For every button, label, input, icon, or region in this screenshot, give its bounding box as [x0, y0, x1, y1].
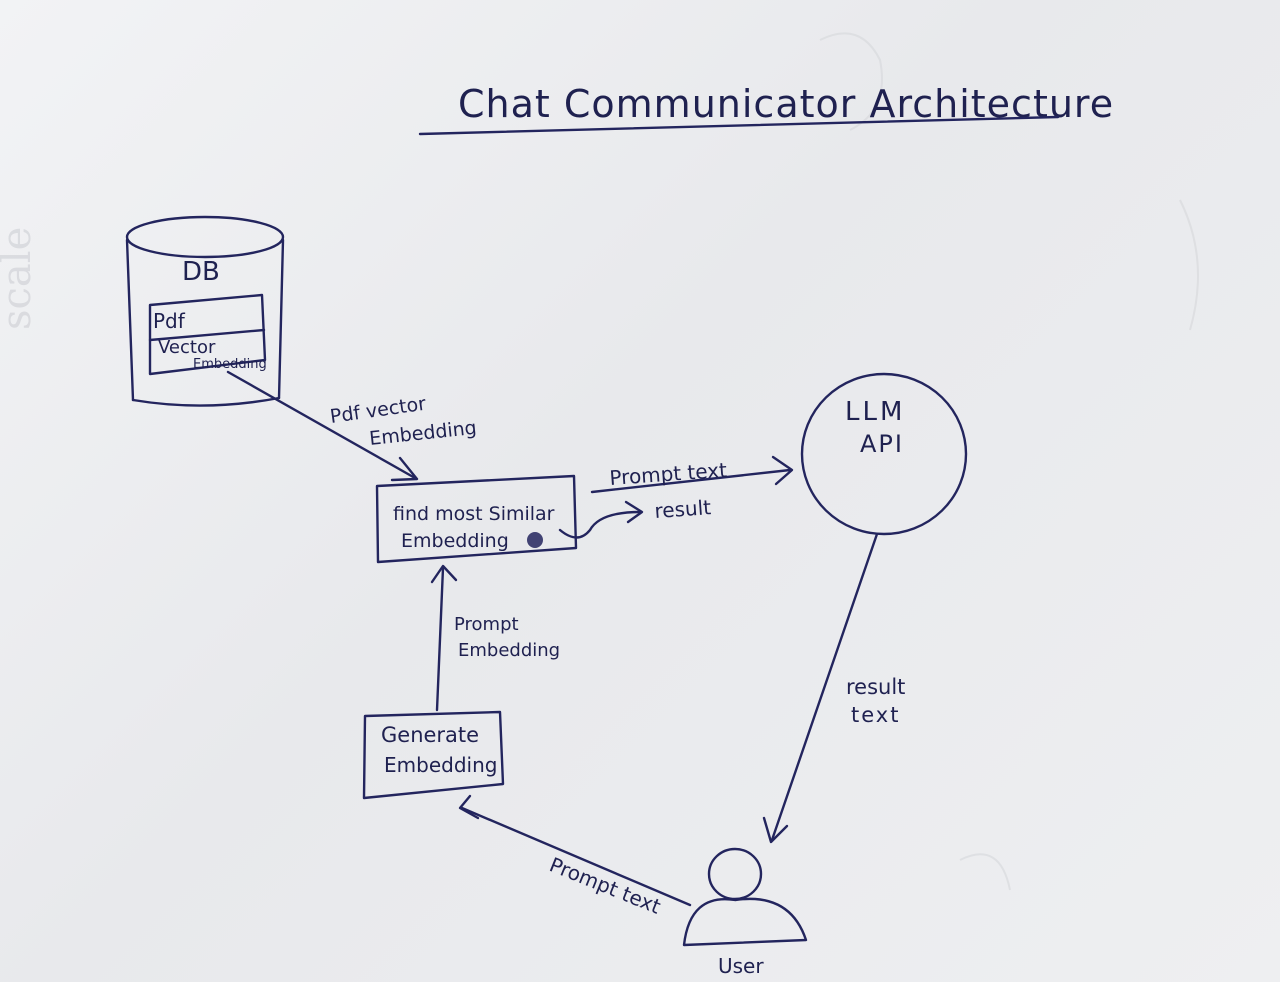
edge-label-prompt-text: Prompt text: [609, 458, 728, 490]
ghost-stroke: [819, 32, 883, 131]
db-cylinder-bottom: [131, 396, 281, 407]
ink-smudge: [527, 532, 543, 548]
db-table-frame: [148, 293, 267, 376]
llm-api-circle: [800, 372, 968, 536]
find-similar-node: find most Similar Embedding: [375, 474, 578, 564]
edge-llm-to-user: result text: [762, 532, 905, 844]
llm-label: LLM: [845, 397, 905, 427]
api-label: API: [860, 430, 904, 458]
find-similar-label-line2: Embedding: [401, 530, 509, 552]
generate-embedding-node: Generate Embedding: [362, 710, 505, 800]
edge-line: [460, 806, 692, 907]
find-similar-label-line1: find most Similar: [393, 503, 555, 525]
edge-line: [590, 468, 792, 494]
edge-db-to-find: Pdf vector Embedding: [226, 370, 478, 482]
edge-label-text: text: [851, 703, 900, 727]
db-table-row-embedding: Embedding: [193, 357, 267, 372]
db-label: DB: [182, 257, 220, 287]
edge-label-result-2: result: [846, 675, 905, 699]
db-cylinder-top: [125, 215, 285, 259]
generate-label-line2: Embedding: [384, 753, 497, 777]
user-head-icon: [707, 847, 763, 901]
ghost-text: scale: [0, 227, 40, 330]
edge-user-to-generate: Prompt text: [458, 794, 692, 919]
arrow-head-icon: [771, 455, 794, 486]
ghost-stroke: [1179, 199, 1199, 331]
arrow-head-icon: [430, 564, 458, 584]
edge-llm-result-to-find: result: [558, 495, 712, 539]
paper-bleedthrough: scale: [0, 32, 1199, 891]
db-cylinder-left: [125, 238, 135, 402]
edge-label-embedding: Embedding: [368, 417, 477, 450]
db-table-row-vector: Vector: [158, 337, 216, 358]
edge-line: [435, 566, 445, 712]
ghost-stroke: [959, 853, 1011, 891]
arrow-head-icon: [762, 816, 789, 844]
edge-find-to-llm: Prompt text: [590, 455, 794, 494]
generate-label-line1: Generate: [381, 723, 479, 747]
generate-embedding-box: [362, 710, 505, 800]
arrow-head-icon: [390, 456, 419, 482]
edge-label-embedding-2: Embedding: [458, 640, 560, 661]
db-table-divider: [148, 328, 266, 342]
user-label: User: [718, 954, 764, 978]
db-node: DB Pdf Vector Embedding: [125, 215, 285, 407]
edge-line: [558, 510, 642, 539]
db-cylinder-right: [277, 238, 285, 400]
edge-line: [770, 532, 879, 842]
user-body-icon: [682, 897, 808, 947]
edge-label-prompt: Prompt: [454, 614, 519, 635]
arrow-head-icon: [624, 500, 644, 524]
user-node: User: [682, 847, 808, 978]
edge-line: [226, 370, 417, 480]
edge-generate-to-find: Prompt Embedding: [430, 564, 560, 712]
llm-api-node: LLM API: [800, 372, 968, 536]
title-underline: [418, 115, 1060, 136]
edge-label-result: result: [654, 495, 712, 523]
find-similar-box: [375, 474, 578, 564]
db-table-row-pdf: Pdf: [153, 309, 186, 333]
arrow-head-icon: [458, 794, 480, 820]
diagram-title: Chat Communicator Architecture: [458, 82, 1114, 126]
